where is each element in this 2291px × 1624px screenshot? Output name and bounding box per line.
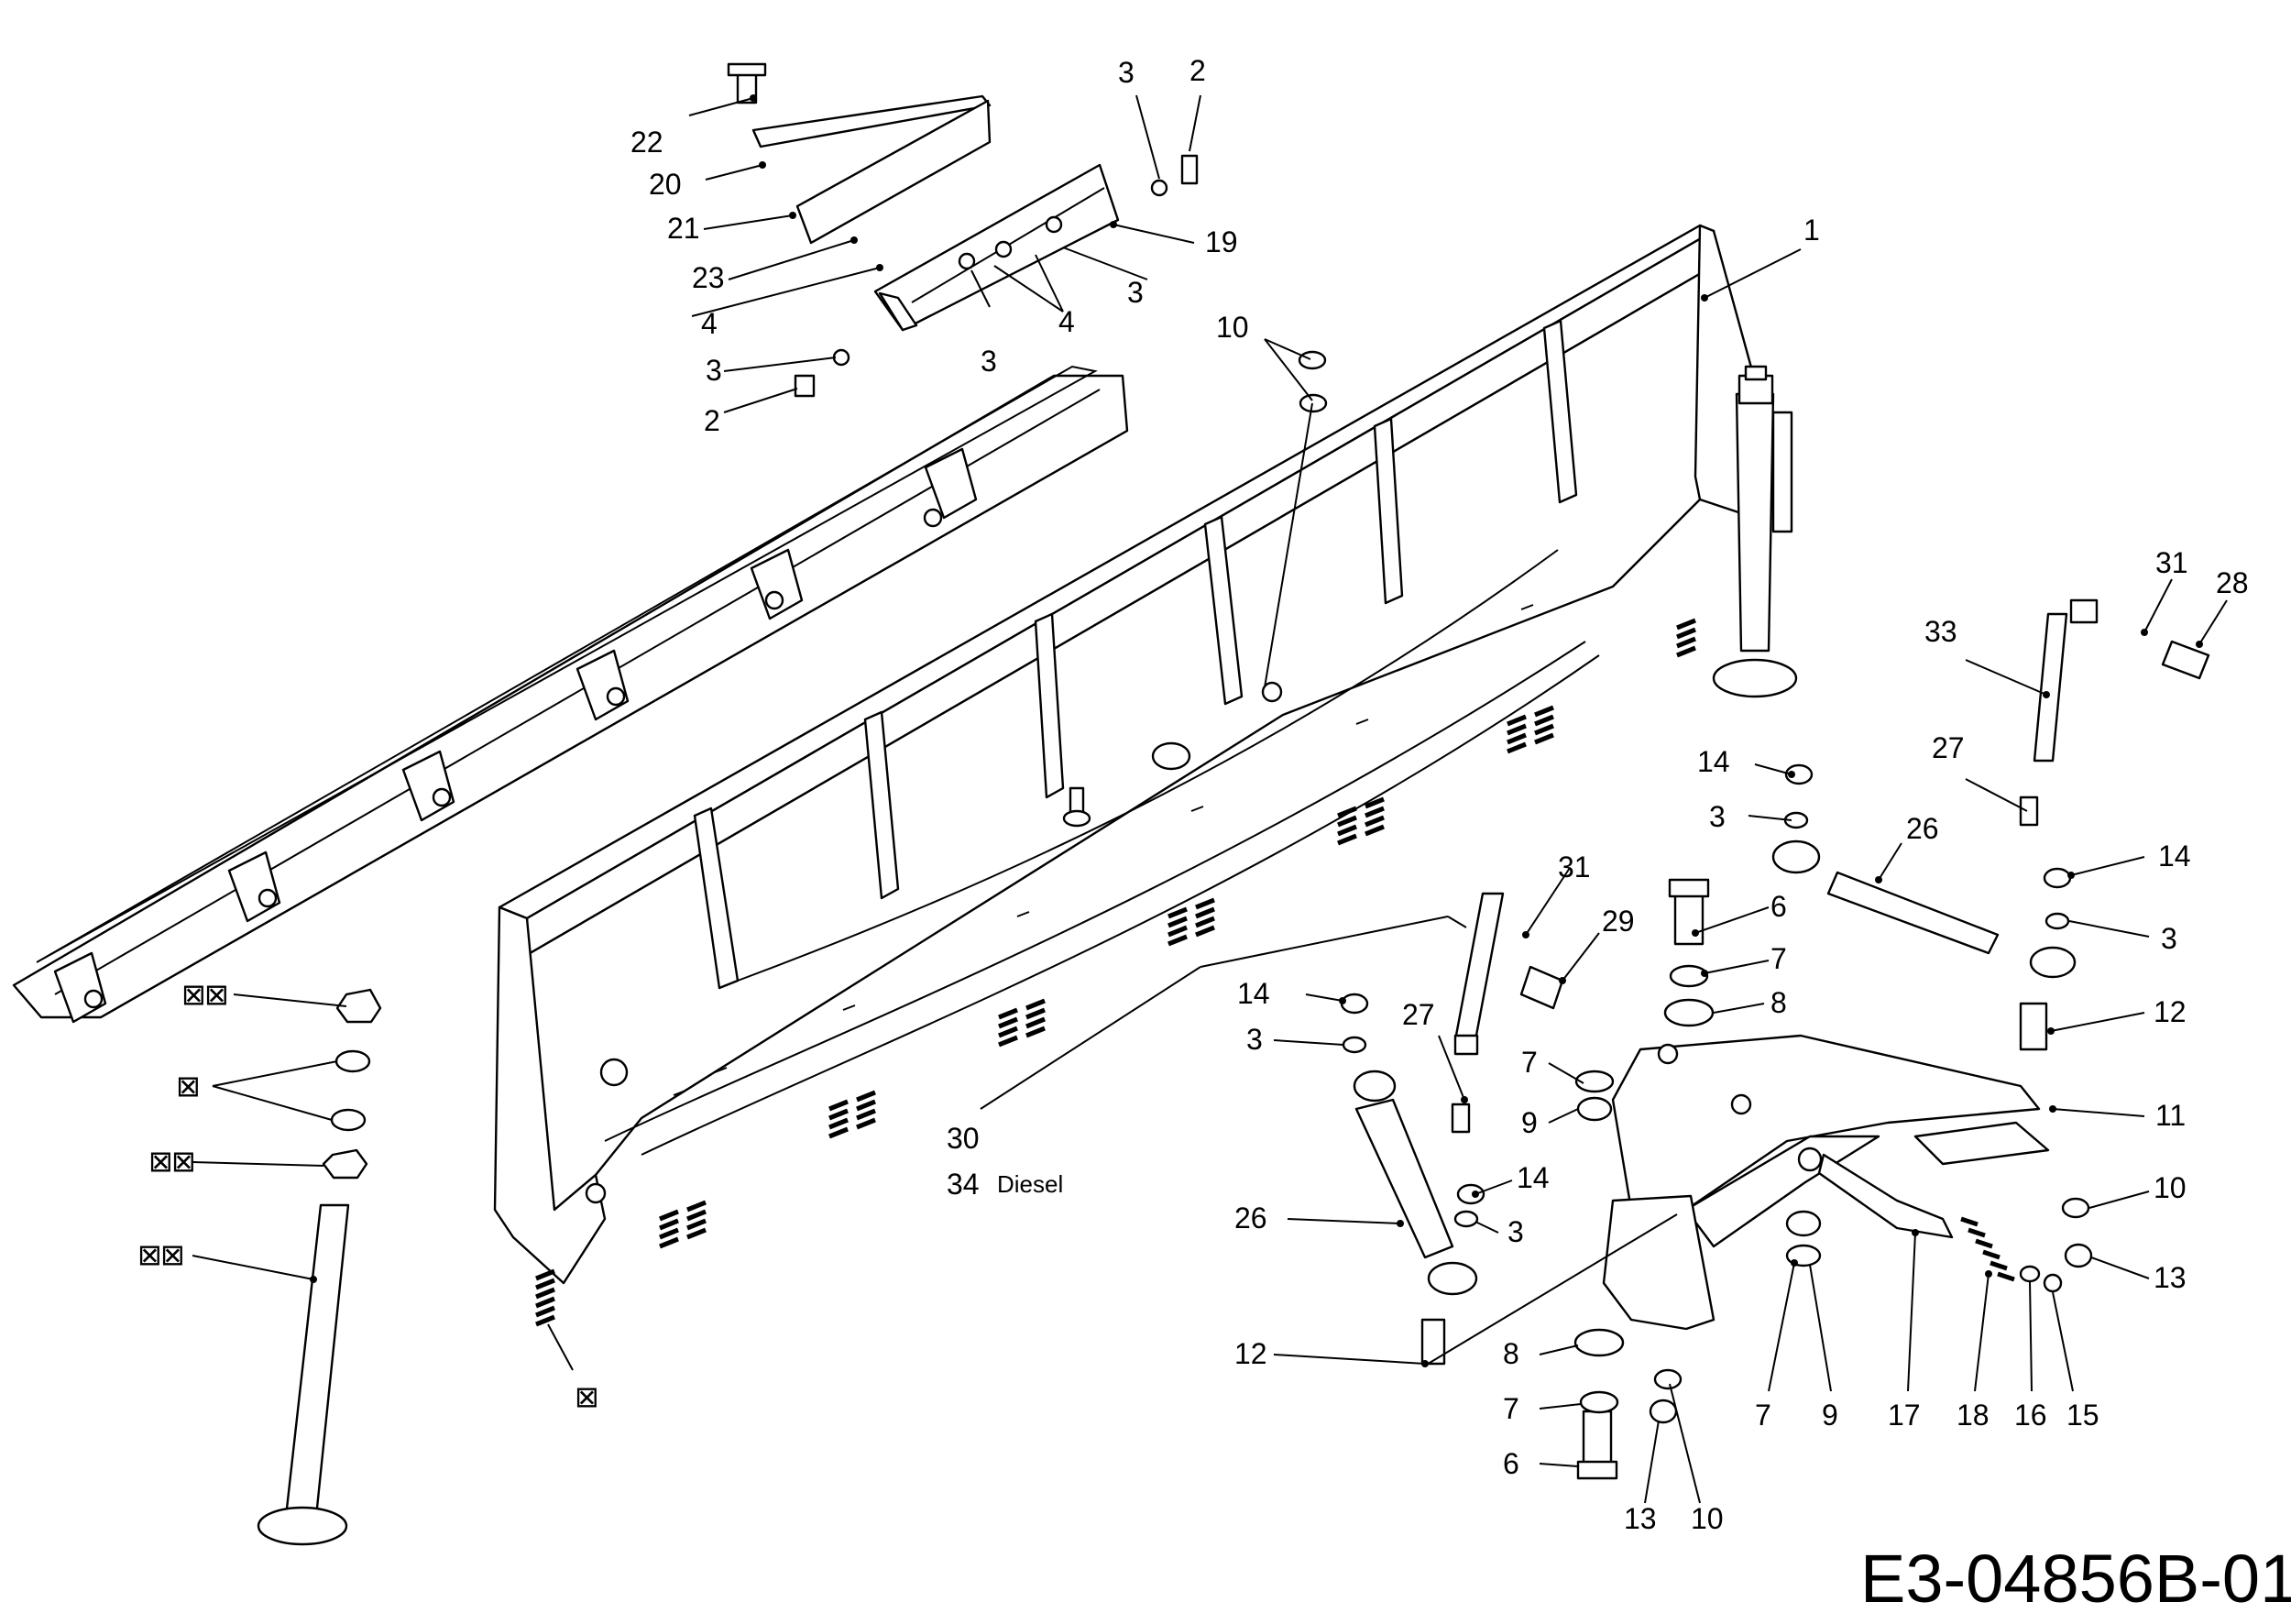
callout-27: 27: [1402, 998, 1435, 1031]
callout-3: 3: [1709, 800, 1726, 833]
callout-28: 28: [2216, 566, 2249, 599]
callout-3: 3: [1246, 1023, 1263, 1056]
left-support-foot: [257, 988, 382, 1546]
callout-19: 19: [1205, 225, 1238, 258]
callout-3: 3: [1507, 1215, 1524, 1248]
hydraulic-linkage: [1298, 350, 2210, 1480]
callout-8: 8: [1503, 1337, 1519, 1370]
snow-blade: [493, 224, 1770, 1285]
callout-6: 6: [1770, 890, 1787, 923]
callout-20: 20: [649, 168, 682, 201]
callout-7: 7: [1770, 942, 1787, 975]
callout-11: 11: [2155, 1099, 2186, 1132]
callout-27: 27: [1932, 731, 1965, 764]
callout-3: 3: [1127, 276, 1144, 309]
callout-15: 15: [2066, 1399, 2099, 1432]
callout-18: 18: [1957, 1399, 1990, 1432]
boxed-callout: ⊠: [575, 1380, 599, 1413]
boxed-callout: ⊠: [204, 978, 229, 1011]
diesel-note: Diesel: [997, 1170, 1063, 1198]
right-support-foot: [1712, 365, 1798, 698]
callout-22: 22: [630, 126, 663, 159]
callout-31: 31: [2155, 546, 2188, 579]
drawing-code: E3-04856B-01: [1860, 1541, 2291, 1617]
callout-14: 14: [1517, 1161, 1550, 1194]
blade-slots: [673, 604, 1534, 1096]
blade-ribs: [693, 319, 1578, 990]
callout-4: 4: [701, 307, 718, 340]
callout-21: 21: [667, 212, 700, 245]
callout-3: 3: [981, 345, 997, 378]
callout-26: 26: [1906, 812, 1939, 845]
wear-strip-assembly: [12, 365, 1129, 1024]
callout-3: 3: [2161, 922, 2177, 955]
callout-7: 7: [1755, 1399, 1771, 1432]
callout-23: 23: [692, 261, 725, 294]
boxed-callout: ⊠: [160, 1238, 185, 1271]
callout-7: 7: [1521, 1046, 1538, 1079]
callout-13: 13: [1624, 1502, 1657, 1535]
callout-2: 2: [704, 404, 720, 437]
callout-33: 33: [1924, 615, 1957, 648]
boxed-callout: ⊠: [148, 1145, 173, 1178]
callout-12: 12: [2154, 995, 2187, 1028]
callout-7: 7: [1503, 1392, 1519, 1425]
boxed-callout: ⊠: [181, 978, 206, 1011]
callout-31: 31: [1558, 850, 1591, 883]
callout-labels: 22 20 21 23 4 4 3 2 3 2 19 3 3 10 1 31 2…: [137, 54, 2249, 1535]
upper-bracket-assembly: [727, 62, 1199, 398]
callout-10: 10: [2154, 1171, 2187, 1204]
blade-springs: [535, 618, 1696, 1327]
callout-1: 1: [1803, 214, 1820, 247]
callout-9: 9: [1521, 1106, 1538, 1139]
callout-29: 29: [1602, 905, 1635, 938]
callout-8: 8: [1770, 986, 1787, 1019]
boxed-callout: ⊠: [137, 1238, 162, 1271]
callout-34: 34: [947, 1168, 980, 1201]
callout-3: 3: [706, 354, 722, 387]
callout-30: 30: [947, 1122, 980, 1155]
callout-2: 2: [1189, 54, 1206, 87]
callout-14: 14: [1237, 977, 1270, 1010]
leader-lines: [192, 94, 2228, 1504]
callout-6: 6: [1503, 1447, 1519, 1480]
callout-26: 26: [1234, 1202, 1267, 1234]
callout-10: 10: [1691, 1502, 1724, 1535]
callout-17: 17: [1888, 1399, 1921, 1432]
boxed-callout: ⊠: [176, 1070, 201, 1103]
callout-10: 10: [1216, 311, 1249, 344]
boxed-callout: ⊠: [171, 1145, 196, 1178]
callout-9: 9: [1822, 1399, 1838, 1432]
callout-4: 4: [1058, 305, 1075, 338]
callout-13: 13: [2154, 1261, 2187, 1294]
callout-12: 12: [1234, 1337, 1267, 1370]
callout-16: 16: [2014, 1399, 2047, 1432]
callout-14: 14: [1697, 745, 1730, 778]
callout-3: 3: [1118, 56, 1135, 89]
callout-14: 14: [2158, 839, 2191, 872]
